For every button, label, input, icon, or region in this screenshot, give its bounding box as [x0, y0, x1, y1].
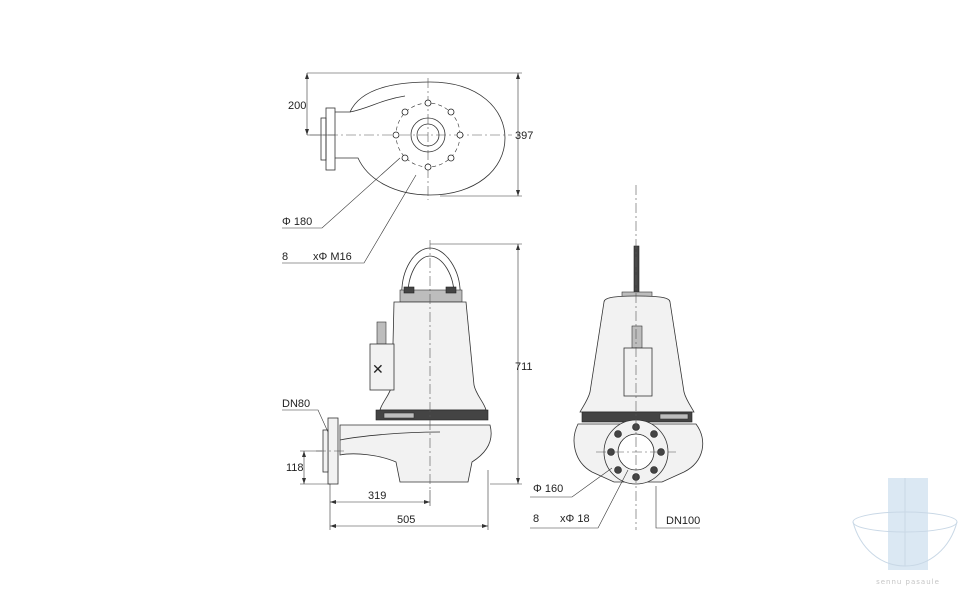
outlet-label: DN100 [666, 515, 700, 527]
top-view [282, 72, 522, 264]
flange-circle-label: Φ 180 [282, 216, 312, 228]
top-offset-label: 200 [288, 100, 306, 112]
bolt-count-side-label: 8 [533, 513, 539, 525]
total-height-label: 711 [515, 361, 533, 373]
bolt-size-top-label: xΦ M16 [313, 251, 352, 263]
side-view: ✕ [282, 240, 522, 530]
inlet-height-label: 118 [286, 462, 304, 474]
flange-circle-side-label: Φ 160 [533, 483, 563, 495]
logo-mark: ✕ [372, 362, 384, 378]
front-view [530, 185, 704, 530]
watermark-text: sennu pasaule [876, 578, 940, 586]
bolt-size-side-label: xΦ 18 [560, 513, 590, 525]
watermark-logo [852, 478, 958, 570]
total-length-label: 505 [397, 514, 415, 526]
top-height-label: 397 [515, 130, 533, 142]
bolt-count-top-label: 8 [282, 251, 288, 263]
inlet-label: DN80 [282, 398, 310, 410]
inlet-distance-label: 319 [368, 490, 386, 502]
